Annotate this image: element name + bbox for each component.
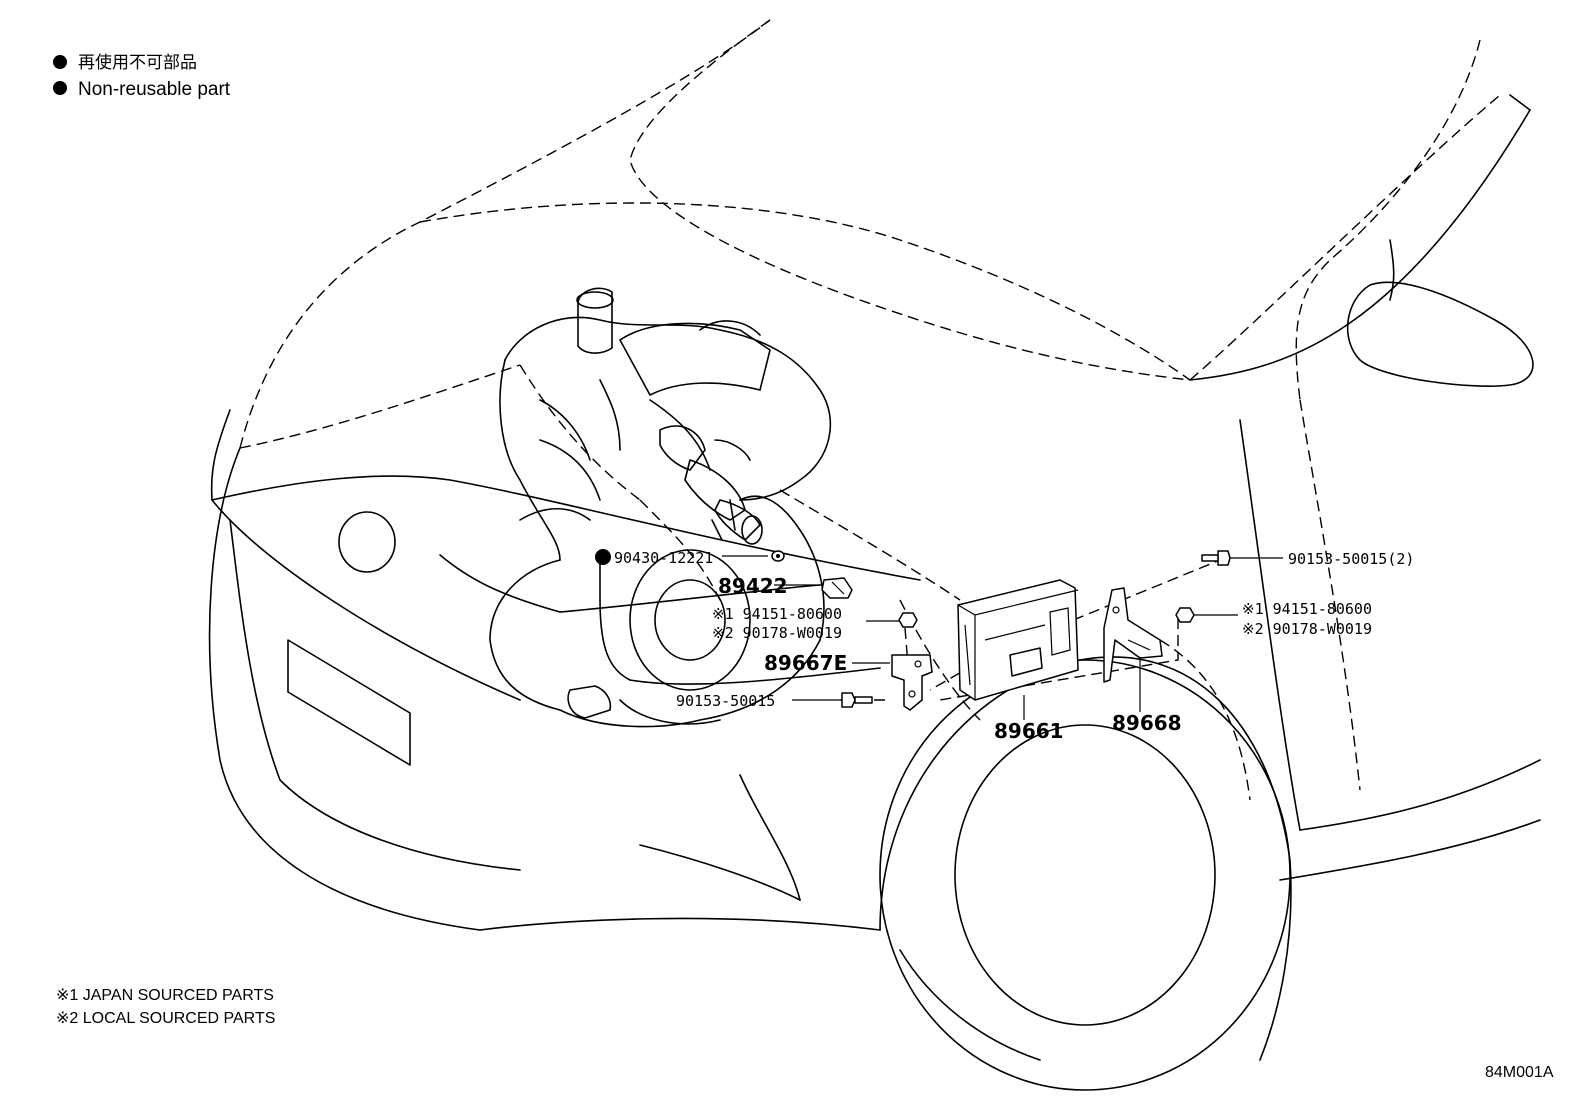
callout-ecu: 89661 (994, 719, 1064, 743)
washer-part (771, 550, 785, 562)
non-reusable-bullet-icon (53, 81, 67, 95)
ecu-part (957, 579, 1079, 701)
engine-assembly (489, 287, 832, 728)
callout-nut-right-japan: ※1 94151-80600 (1242, 600, 1372, 618)
bolt-left-part (841, 692, 873, 708)
note-local-sourced: ※2 LOCAL SOURCED PARTS (56, 1010, 275, 1027)
nut-right-part (1175, 607, 1195, 623)
legend-non-reusable-jp: 再使用不可部品 (78, 52, 197, 72)
legend: 再使用不可部品 Non-reusable part (53, 52, 231, 100)
figure-code: 84M001A (1485, 1064, 1554, 1081)
small-bracket-part (891, 654, 933, 711)
non-reusable-bullet-icon (53, 55, 67, 69)
speed-sensor-part (821, 577, 853, 599)
callout-bracket-large: 89668 (1112, 711, 1182, 735)
nut-left-part (898, 612, 918, 628)
leader-lines (439, 489, 1283, 720)
callout-nut-right-local: ※2 90178-W0019 (1242, 620, 1372, 638)
bolt-right-part (1201, 550, 1231, 566)
vehicle-body (208, 19, 1541, 1091)
callout-bolt-right: 90153-50015(2) (1288, 550, 1414, 568)
callout-gasket: 90430-12221 (614, 549, 713, 567)
callout-nut-left-local: ※2 90178-W0019 (712, 624, 842, 642)
callout-sensor: 89422 (718, 574, 788, 598)
large-bracket-part (1103, 587, 1163, 683)
callout-nut-left-japan: ※1 94151-80600 (712, 605, 842, 623)
notes: ※1 JAPAN SOURCED PARTS ※2 LOCAL SOURCED … (56, 987, 275, 1027)
callout-bolt-left: 90153-50015 (676, 692, 775, 710)
part-callouts: 90430-12221 89422 ※1 94151-80600 ※2 9017… (595, 549, 1414, 743)
note-japan-sourced: ※1 JAPAN SOURCED PARTS (56, 987, 274, 1004)
callout-bracket-small: 89667E (764, 651, 847, 675)
legend-non-reusable-en: Non-reusable part (78, 79, 231, 100)
non-reusable-marker-icon (595, 549, 611, 565)
